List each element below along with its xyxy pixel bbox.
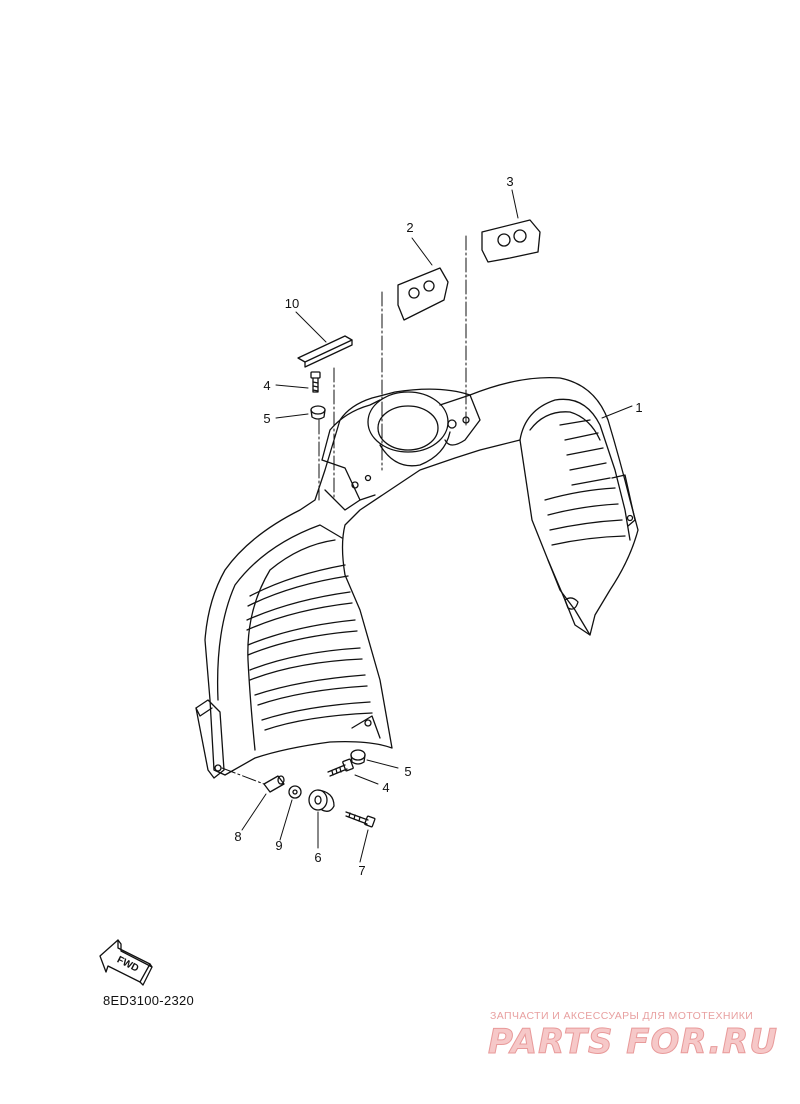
callout-4-upper: 4 — [263, 378, 271, 393]
washer-part-9 — [288, 785, 302, 799]
nut-part-5-upper — [310, 405, 326, 420]
leader-lines — [241, 189, 633, 863]
screw-part-4-upper — [310, 371, 321, 393]
bolt-part-7 — [345, 811, 376, 828]
shroud-part-1 — [195, 376, 639, 779]
bracket-part-2 — [397, 267, 449, 321]
callout-4-lower: 4 — [382, 780, 390, 795]
bracket-part-3 — [481, 219, 541, 263]
callout-7: 7 — [358, 863, 366, 878]
callout-10: 10 — [284, 296, 300, 311]
callout-6: 6 — [314, 850, 322, 865]
callout-9: 9 — [275, 838, 283, 853]
assembly-guides — [221, 235, 467, 785]
callout-2: 2 — [406, 220, 414, 235]
callout-3: 3 — [506, 174, 514, 189]
collar-part-8 — [263, 775, 285, 793]
callout-8: 8 — [234, 829, 242, 844]
callout-1: 1 — [635, 400, 643, 415]
fwd-arrow-icon — [99, 939, 153, 986]
callout-5-lower: 5 — [404, 764, 412, 779]
callout-5-upper: 5 — [263, 411, 271, 426]
strip-part-10 — [297, 335, 353, 368]
part-code: 8ED3100-2320 — [103, 993, 195, 1008]
screw-part-4-lower — [327, 758, 354, 777]
watermark-caption: ЗАПЧАСТИ И АКСЕССУАРЫ ДЛЯ МОТОТЕХНИКИ — [490, 1010, 754, 1022]
grommet-part-6 — [308, 789, 335, 812]
watermark-logo: PARTS FOR.RU — [488, 1022, 778, 1063]
nut-part-5-lower — [350, 749, 366, 765]
